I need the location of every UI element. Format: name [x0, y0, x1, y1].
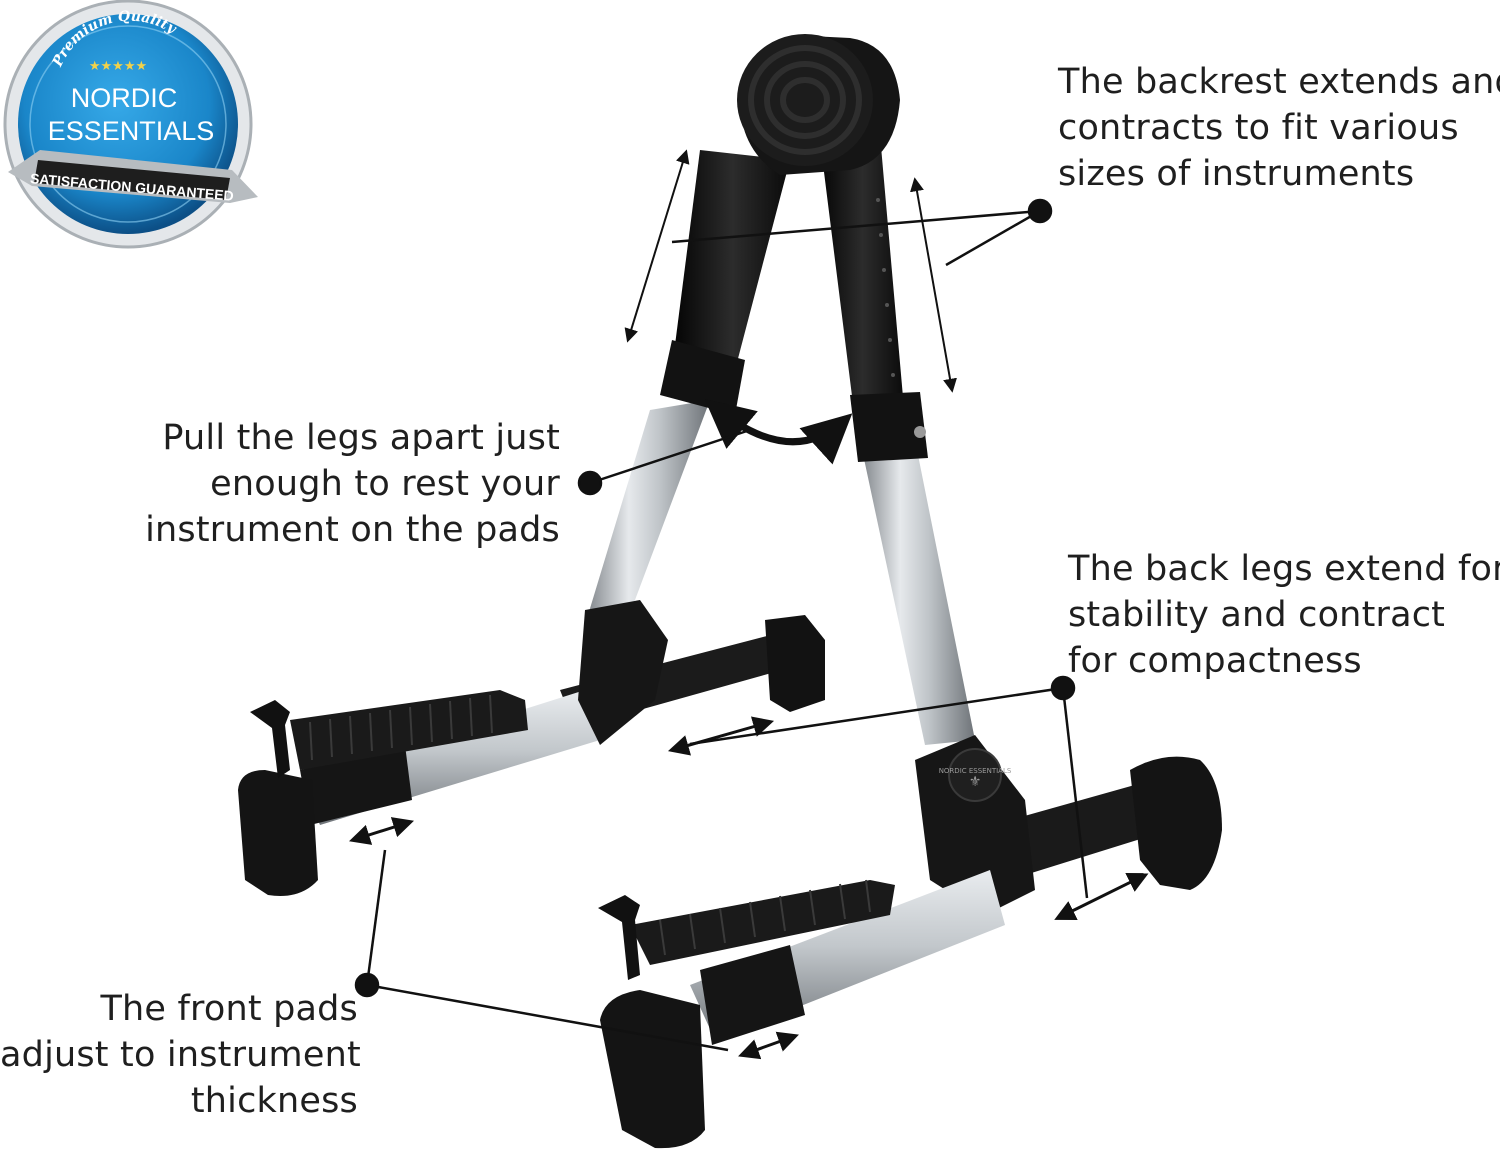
legs-callout-dot: [577, 470, 603, 496]
backrest-caption: The backrest extends and contracts to fi…: [1058, 59, 1500, 197]
right-upright-tube: [860, 440, 975, 745]
back-legs-caption-line: stability and contract: [1068, 595, 1446, 635]
backrest-left-arrow: [624, 149, 690, 343]
front-pads-caption-line: The front pads: [100, 989, 358, 1029]
front-left-pad-arrow: [348, 817, 415, 845]
stand-logo-medallion: [948, 748, 1002, 802]
backrest-callout-dot: [1027, 198, 1053, 224]
front-right-foot: [600, 990, 705, 1149]
back-right-leg-arrow: [1054, 873, 1149, 920]
front-pads-caption: The front pads adjust to instrument thic…: [0, 986, 361, 1124]
back-legs-callout-dot: [1050, 675, 1076, 701]
back-left-leg-arrow: [667, 716, 775, 756]
left-rubber-pad: [290, 690, 528, 770]
front-right-pad-arrow: [738, 1031, 799, 1060]
back-legs-caption: The back legs extend for stability and c…: [1068, 546, 1500, 684]
badge-brand-line1: NORDIC: [71, 83, 178, 113]
left-upper-section: [675, 150, 790, 370]
left-hinge: [578, 600, 668, 745]
spread-legs-arrow: [704, 398, 853, 465]
guitar-stand: NORDIC ESSENTIALS ⚜: [238, 34, 1222, 1149]
back-right-foot: [1130, 756, 1222, 890]
pull-legs-caption-line: instrument on the pads: [145, 510, 560, 550]
pull-legs-caption-line: Pull the legs apart just: [162, 418, 560, 458]
direction-arrows: [348, 149, 1149, 1060]
back-legs-caption-line: for compactness: [1068, 641, 1362, 681]
badge-brand-line2: ESSENTIALS: [48, 116, 215, 146]
callout-leaders: [354, 198, 1089, 1052]
fleur-de-lis-icon: ⚜: [969, 774, 982, 790]
badge-stars: ★★★★★: [89, 59, 147, 74]
front-pads-caption-line: thickness: [190, 1081, 358, 1121]
right-rubber-pad: [630, 880, 895, 965]
front-left-foot: [238, 770, 318, 896]
right-hinge: [915, 735, 1035, 915]
quality-badge: Premium Quality ★★★★★ NORDIC ESSENTIALS …: [3, 0, 258, 249]
pull-legs-caption: Pull the legs apart just enough to rest …: [140, 415, 560, 553]
backrest-caption-line: The backrest extends and: [1058, 62, 1500, 102]
front-pads-callout-dot: [354, 972, 380, 998]
backrest-head: [737, 34, 900, 175]
front-pads-caption-line: adjust to instrument: [0, 1035, 361, 1075]
left-upright-tube: [585, 400, 710, 640]
pull-legs-caption-line: enough to rest your: [210, 464, 560, 504]
back-left-foot: [765, 615, 825, 712]
backrest-caption-line: contracts to fit various: [1058, 108, 1459, 148]
backrest-right-arrow: [910, 177, 957, 393]
backrest-caption-line: sizes of instruments: [1058, 154, 1415, 194]
stand-logo-text: NORDIC ESSENTIALS: [939, 767, 1012, 775]
right-upper-section: [820, 135, 905, 420]
back-legs-caption-line: The back legs extend for: [1068, 549, 1500, 589]
